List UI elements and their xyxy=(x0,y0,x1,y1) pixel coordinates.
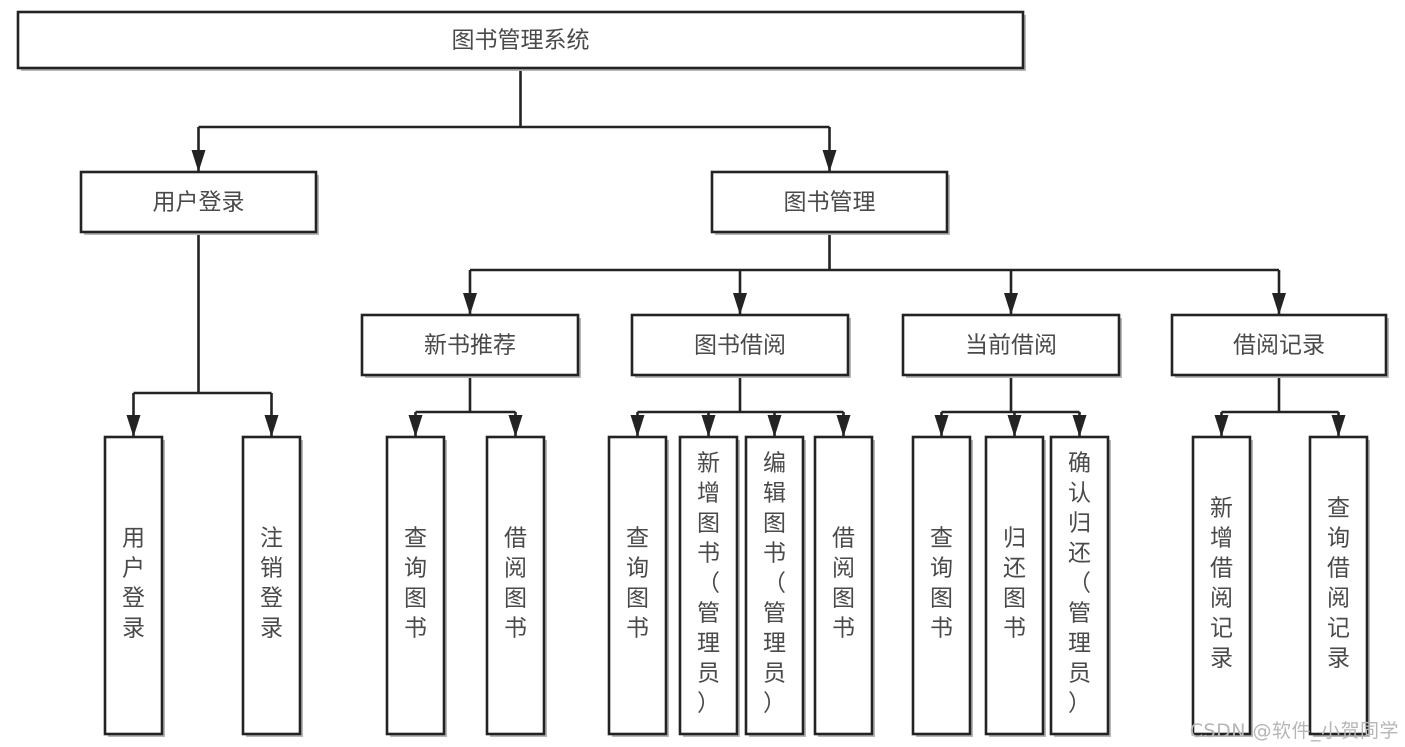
node-new-book-rec[interactable]: 新书推荐 xyxy=(360,313,581,378)
edges-userlogin-to-leaves xyxy=(126,232,279,437)
node-leaf-confirm-return-label: 确认归还（管理员） xyxy=(1068,451,1091,717)
arrow-head-icon xyxy=(408,415,423,437)
edges-layer xyxy=(126,68,1346,437)
node-leaf-query-book-3-label: 查询图书 xyxy=(930,526,953,642)
node-leaf-query-book-2-label: 查询图书 xyxy=(626,526,649,642)
node-root[interactable]: 图书管理系统 xyxy=(16,10,1026,71)
box-outline xyxy=(16,10,1025,70)
box-outline xyxy=(1049,435,1110,736)
arrow-head-icon xyxy=(126,415,141,437)
node-root-label: 图书管理系统 xyxy=(452,28,590,54)
node-leaf-edit-book[interactable]: 编辑图书（管理员） xyxy=(744,435,806,737)
edges-current-borrow-to-leaves xyxy=(934,375,1087,437)
node-book-borrow[interactable]: 图书借阅 xyxy=(630,313,851,378)
arrow-head-icon xyxy=(1272,293,1286,315)
node-user-login[interactable]: 用户登录 xyxy=(79,170,319,235)
box-outline xyxy=(744,435,805,736)
box-outline xyxy=(1170,313,1388,377)
box-outline xyxy=(385,435,446,736)
node-leaf-query-record-label: 查询借阅记录 xyxy=(1327,496,1350,672)
arrow-head-icon xyxy=(733,293,747,315)
edges-book-borrow-to-leaves xyxy=(630,375,851,437)
node-leaf-return-book-label: 归还图书 xyxy=(1003,526,1026,642)
node-leaf-add-book-label: 新增图书（管理员） xyxy=(697,451,720,717)
node-leaf-borrow-book-2-label: 借阅图书 xyxy=(832,526,855,642)
node-leaf-user-login-label: 用户登录 xyxy=(122,526,145,642)
node-leaf-query-book-1-label: 查询图书 xyxy=(404,526,427,642)
edges-borrow-record-to-leaves xyxy=(1214,375,1346,437)
node-leaf-logout-label: 注销登录 xyxy=(260,526,283,642)
box-outline xyxy=(678,435,739,736)
node-leaf-query-book-3[interactable]: 查询图书 xyxy=(911,435,973,737)
box-outline xyxy=(1308,435,1369,736)
arrow-head-icon xyxy=(1004,293,1018,315)
arrow-head-icon xyxy=(934,415,949,437)
box-outline xyxy=(813,435,874,736)
box-outline xyxy=(901,313,1121,377)
node-leaf-borrow-book-2[interactable]: 借阅图书 xyxy=(813,435,875,737)
node-leaf-add-record-label: 新增借阅记录 xyxy=(1210,496,1233,672)
node-book-manage-label: 图书管理 xyxy=(784,190,876,216)
node-current-borrow[interactable]: 当前借阅 xyxy=(901,313,1122,378)
box-outline xyxy=(241,435,302,736)
node-leaf-add-record[interactable]: 新增借阅记录 xyxy=(1191,435,1253,737)
arrow-head-icon xyxy=(767,415,782,437)
arrow-head-icon xyxy=(1214,415,1229,437)
box-outline xyxy=(984,435,1045,736)
arrow-head-icon xyxy=(1007,415,1022,437)
node-user-login-label: 用户登录 xyxy=(153,190,245,216)
arrow-head-icon xyxy=(836,415,851,437)
node-borrow-record[interactable]: 借阅记录 xyxy=(1170,313,1389,378)
box-outline xyxy=(630,313,850,377)
arrow-head-icon xyxy=(1331,415,1346,437)
box-outline xyxy=(79,170,318,234)
node-leaf-return-book[interactable]: 归还图书 xyxy=(984,435,1046,737)
node-leaf-edit-book-label: 编辑图书（管理员） xyxy=(763,451,786,717)
node-leaf-borrow-book-1-label: 借阅图书 xyxy=(504,526,527,642)
node-book-borrow-label: 图书借阅 xyxy=(694,333,786,359)
node-leaf-user-login[interactable]: 用户登录 xyxy=(103,435,165,737)
node-book-manage[interactable]: 图书管理 xyxy=(710,170,950,235)
node-new-book-rec-label: 新书推荐 xyxy=(424,333,516,359)
node-leaf-borrow-book-1[interactable]: 借阅图书 xyxy=(485,435,547,737)
arrow-head-icon xyxy=(264,415,279,437)
nodes-layer: 图书管理系统用户登录图书管理新书推荐图书借阅当前借阅借阅记录用户登录注销登录查询… xyxy=(16,10,1389,737)
node-leaf-query-record[interactable]: 查询借阅记录 xyxy=(1308,435,1370,737)
node-leaf-logout[interactable]: 注销登录 xyxy=(241,435,303,737)
box-outline xyxy=(1191,435,1252,736)
box-outline xyxy=(360,313,580,377)
node-borrow-record-label: 借阅记录 xyxy=(1233,333,1325,359)
box-outline xyxy=(485,435,546,736)
edges-bookmanage-to-level3 xyxy=(463,232,1286,315)
node-leaf-query-book-1[interactable]: 查询图书 xyxy=(385,435,447,737)
arrow-head-icon xyxy=(630,415,645,437)
node-current-borrow-label: 当前借阅 xyxy=(965,333,1057,359)
arrow-head-icon xyxy=(1072,415,1087,437)
box-outline xyxy=(103,435,164,736)
arrow-head-icon xyxy=(463,293,477,315)
edges-root-to-level2 xyxy=(191,68,837,172)
box-outline xyxy=(911,435,972,736)
arrow-head-icon xyxy=(191,150,206,172)
box-outline xyxy=(607,435,668,736)
node-leaf-confirm-return[interactable]: 确认归还（管理员） xyxy=(1049,435,1111,737)
edges-new-book-rec-to-leaves xyxy=(408,375,523,437)
box-outline xyxy=(710,170,949,234)
arrow-head-icon xyxy=(822,150,837,172)
arrow-head-icon xyxy=(508,415,523,437)
arrow-head-icon xyxy=(701,415,716,437)
node-leaf-add-book[interactable]: 新增图书（管理员） xyxy=(678,435,740,737)
node-leaf-query-book-2[interactable]: 查询图书 xyxy=(607,435,669,737)
